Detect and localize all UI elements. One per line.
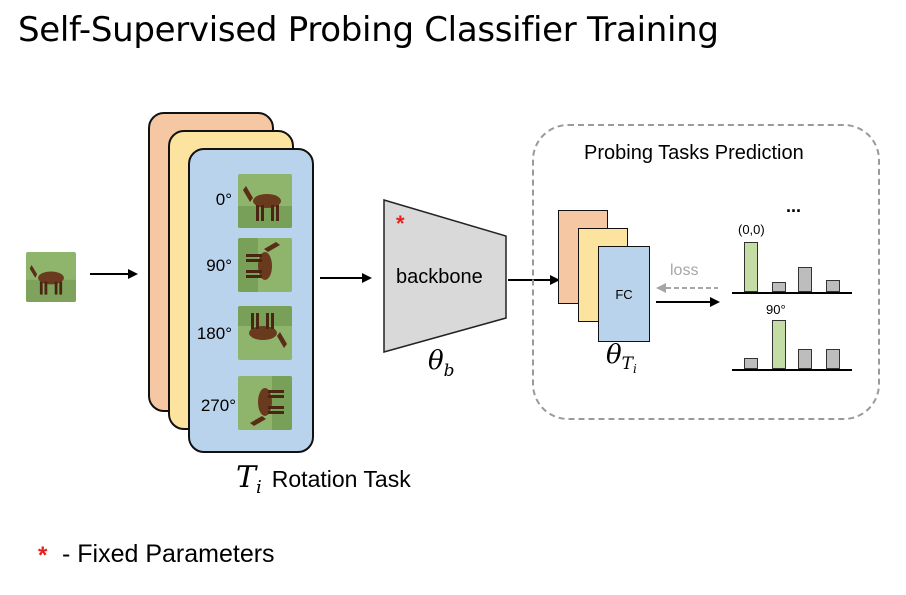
chart2-bar-0 [744,358,758,369]
backbone-shape [383,198,507,353]
diagram-title: Self-Supervised Probing Classifier Train… [18,10,719,50]
prediction-chart-2 [732,318,852,371]
arrow-backbone-to-fc [508,275,560,285]
horse-thumb-0 [238,174,292,228]
backbone-label: backbone [396,266,483,288]
horse-thumb-180 [238,306,292,360]
fc-theta-symbol: θ [606,340,622,370]
input-horse-image [26,252,76,302]
chart2-label: 90° [766,302,786,317]
angle-label-0: 0° [215,190,232,209]
fc-theta-subsubscript: i [633,362,637,376]
rotation-task-caption: T i Rotation Task [236,460,411,498]
arrow-fc-to-prediction [656,297,720,307]
probing-panel-header: Probing Tasks Prediction [584,142,804,164]
chart1-bar-0 [744,242,758,292]
horse-thumb-270 [238,376,292,430]
chart2-bar-1 [772,320,786,369]
angle-label-270: 270° [200,396,236,415]
fc-theta: θTi [606,340,637,376]
backbone-theta: θb [428,346,455,381]
angle-label-180: 180° [196,324,232,343]
loss-arrow [656,283,718,293]
chart2-bar-3 [826,349,840,369]
arrow-task-to-backbone [320,273,372,283]
more-tasks-ellipsis: ... [786,196,802,216]
task-symbol: T [236,460,257,495]
task-subscript: i [256,477,262,498]
legend-star: * [38,542,48,569]
angle-label-90: 90° [206,256,232,275]
chart1-bar-2 [798,267,812,292]
backbone-fixed-star: * [396,211,405,236]
fc-layer-front: FC [598,246,650,342]
rotation-task-label: Rotation Task [271,466,411,492]
fc-front-label: FC [615,286,633,302]
chart2-bar-2 [798,349,812,369]
probing-panel [532,124,880,420]
legend-text: - Fixed Parameters [62,540,275,568]
loss-label: loss [670,262,699,279]
arrow-input-to-task [90,269,138,279]
chart1-bar-3 [826,280,840,292]
backbone-theta-symbol: θ [428,346,444,376]
chart1-bar-1 [772,282,786,292]
horse-thumb-90 [238,238,292,292]
chart1-label: (0,0) [738,222,765,237]
fc-theta-subscript: T [621,354,633,374]
loss-arrow-head [656,283,666,293]
prediction-chart-1 [732,240,852,294]
backbone-theta-subscript: b [443,361,455,381]
